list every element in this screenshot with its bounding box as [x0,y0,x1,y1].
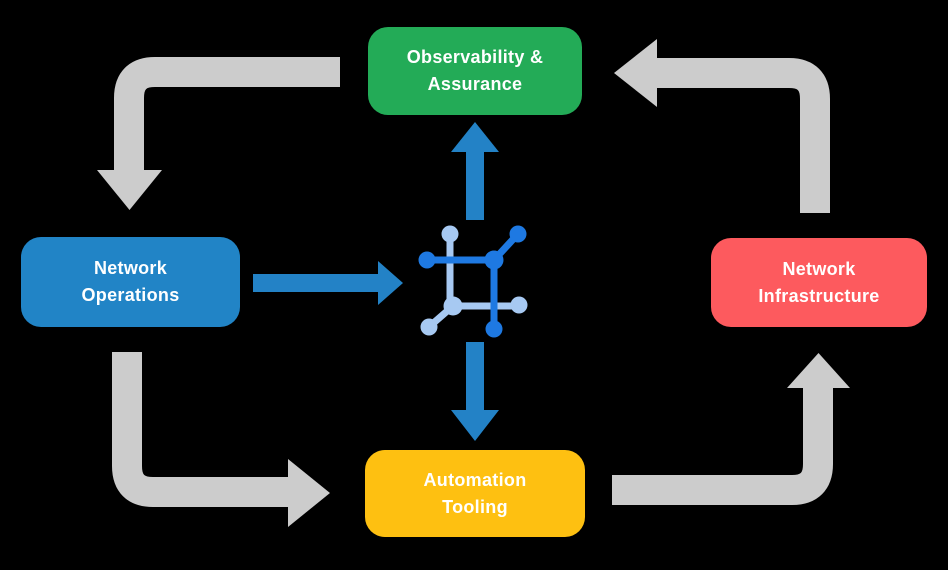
node-network-operations: Network Operations [21,237,240,327]
hub-icon-light-dot [510,296,528,314]
arrow-left-head [614,39,657,107]
arrow-infrastructure-to-observability-shaft [657,58,830,213]
arrow-automation-to-infrastructure-shaft [612,388,833,505]
hub-icon-dark-dot [418,251,436,269]
hub-icon-light-dot [420,318,438,336]
node-observability-assurance: Observability & Assurance [368,27,582,115]
node-network-infrastructure: Network Infrastructure [711,238,927,327]
hub-icon-dark-junction [484,250,504,270]
hub-icon-dark-dots [418,225,527,338]
node-label-line: Infrastructure [758,285,880,306]
node-label-line: Network [93,258,168,278]
hub-icon-light-dot [441,225,459,243]
node-label-line: Observability & [406,47,544,67]
hub-arrow-up-head [451,122,499,152]
node-label-line: Tooling [442,496,508,517]
node-automation-tooling: Automation Tooling [365,450,585,537]
node-label-line: Operations [81,285,180,305]
arrow-operations-to-automation-shaft [112,352,289,507]
hub-icon-light-junction [443,296,463,316]
cycle-arrow-heads [97,39,850,527]
arrow-right-head [288,459,330,527]
hub-arrow-shafts [253,151,484,411]
node-label-line: Assurance [427,74,523,94]
arrow-up-head [787,353,850,388]
network-hub-icon [418,225,528,338]
node-label-line: Network [782,258,856,279]
arrow-observability-to-operations-shaft [114,57,340,172]
hub-arrow-right-head [378,261,403,305]
hub-arrow-down-head [451,410,499,441]
arrow-down-head [97,170,162,210]
hub-icon-dark-dot [485,320,503,338]
hub-icon-dark-dot [509,225,527,243]
hub-arrow-heads [378,122,499,441]
node-label-line: Automation [423,469,527,490]
cycle-arrow-shafts [112,57,833,507]
hub-icon-light-dots [420,225,528,336]
